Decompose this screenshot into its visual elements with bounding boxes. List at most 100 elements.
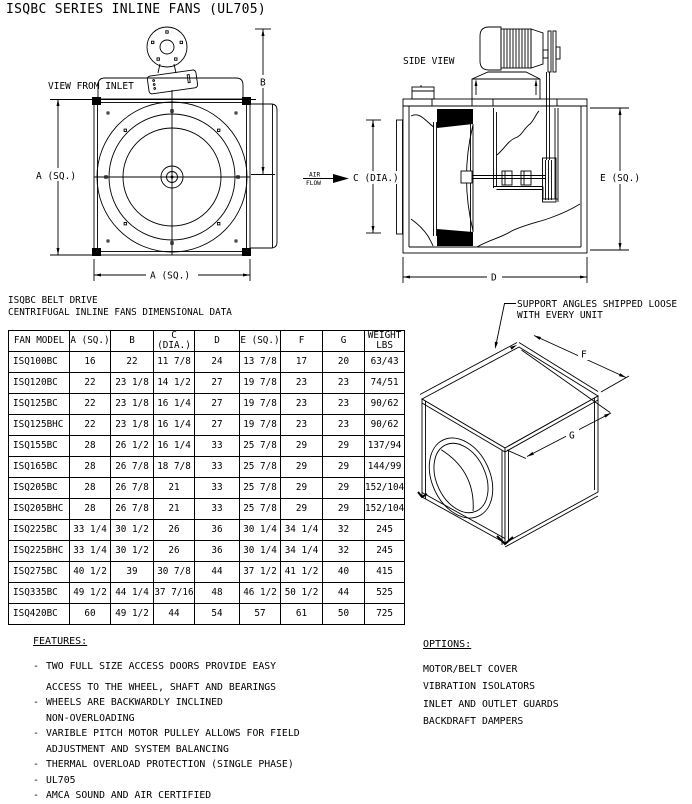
cell-a-sq: 40 1/2: [69, 561, 111, 583]
cell-a-sq: 28: [69, 435, 111, 457]
cell-a-sq: 33 1/4: [69, 519, 111, 541]
cell-weight: 90/62: [363, 414, 406, 436]
cell-weight: 90/62: [363, 393, 406, 415]
table-row: ISQ275BC 40 1/2 39 30 7/8 44 37 1/2 41 1…: [8, 561, 406, 583]
cell-g: 29: [322, 435, 365, 457]
cell-c-dia: 16 1/4: [153, 435, 195, 457]
side-motor: [479, 26, 561, 160]
table-row: ISQ125BC 22 23 1/8 16 1/4 27 19 7/8 23 2…: [8, 393, 406, 415]
cell-g: 29: [322, 477, 365, 499]
cell-f: 34 1/4: [280, 540, 323, 562]
cell-g: 29: [322, 498, 365, 520]
cell-g: 23: [322, 393, 365, 415]
cell-weight: 415: [363, 561, 406, 583]
cell-weight: 137/94: [363, 435, 406, 457]
cell-weight: 525: [363, 582, 406, 604]
inlet-cone-circles: [94, 90, 250, 255]
cell-f: 17: [280, 351, 323, 373]
cell-f: 41 1/2: [280, 561, 323, 583]
cell-c-dia: 16 1/4: [153, 414, 195, 436]
cell-c-dia: 30 7/8: [153, 561, 195, 583]
cell-b: 26 1/2: [110, 435, 154, 457]
cell-fan-model: ISQ125BC: [8, 393, 70, 415]
table-title-line1: ISQBC BELT DRIVE: [8, 295, 98, 306]
side-view-caption: SIDE VIEW: [403, 56, 455, 67]
cell-e-sq: 30 1/4: [239, 519, 281, 541]
cell-weight: 245: [363, 519, 406, 541]
feature-line: -WHEELS ARE BACKWARDLY INCLINED: [33, 697, 223, 708]
option-item: MOTOR/BELT COVER: [423, 664, 518, 675]
cell-f: 29: [280, 498, 323, 520]
cell-b: 26 7/8: [110, 498, 154, 520]
cell-d: 27: [194, 393, 240, 415]
cell-a-sq: 22: [69, 372, 111, 394]
cell-g: 44: [322, 582, 365, 604]
table-row: ISQ155BC 28 26 1/2 16 1/4 33 25 7/8 29 2…: [8, 435, 406, 457]
table-row: ISQ165BC 28 26 7/8 18 7/8 33 25 7/8 29 2…: [8, 456, 406, 478]
cell-f: 23: [280, 414, 323, 436]
cell-weight: 144/99: [363, 456, 406, 478]
cell-d: 27: [194, 414, 240, 436]
cell-fan-model: ISQ420BC: [8, 603, 70, 625]
features-section: FEATURES: -TWO FULL SIZE ACCESS DOORS PR…: [33, 636, 300, 804]
cell-e-sq: 25 7/8: [239, 456, 281, 478]
dim-c-label: C (DIA.): [353, 173, 399, 184]
cell-d: 44: [194, 561, 240, 583]
cell-g: 20: [322, 351, 365, 373]
dimension-a-left: A (SQ.): [34, 99, 92, 256]
cell-d: 36: [194, 519, 240, 541]
options-heading: OPTIONS:: [423, 639, 472, 650]
cell-f: 29: [280, 456, 323, 478]
cell-fan-model: ISQ225BHC: [8, 540, 70, 562]
cell-b: 26 7/8: [110, 477, 154, 499]
cell-e-sq: 19 7/8: [239, 372, 281, 394]
cell-c-dia: 11 7/8: [153, 351, 195, 373]
side-view-drawing: AIR FLOW C (DIA.) E (SQ.) D SIDE VIEW: [303, 26, 643, 284]
cell-g: 40: [322, 561, 365, 583]
cell-d: 33: [194, 498, 240, 520]
inlet-panel: [84, 97, 256, 256]
cell-g: 23: [322, 414, 365, 436]
cell-fan-model: ISQ335BC: [8, 582, 70, 604]
table-row: ISQ225BC 33 1/4 30 1/2 26 36 30 1/4 34 1…: [8, 519, 406, 541]
cell-fan-model: ISQ100BC: [8, 351, 70, 373]
cell-fan-model: ISQ275BC: [8, 561, 70, 583]
table-row: ISQ120BC 22 23 1/8 14 1/2 27 19 7/8 23 2…: [8, 372, 406, 394]
inlet-view-drawing: A (SQ.) A (SQ.) B VIEW FROM INLET: [34, 26, 278, 282]
cell-c-dia: 37 7/16: [153, 582, 195, 604]
table-row: ISQ225BHC 33 1/4 30 1/2 26 36 30 1/4 34 …: [8, 540, 406, 562]
dimension-f: F: [533, 335, 630, 393]
cell-fan-model: ISQ125BHC: [8, 414, 70, 436]
table-header-cell: G: [322, 330, 365, 352]
inlet-fan-housing: [97, 63, 278, 249]
table-header-cell: D: [194, 330, 240, 352]
table-row: ISQ420BC 60 49 1/2 44 54 57 61 50 725: [8, 603, 406, 625]
support-angle-callout-line2: WITH EVERY UNIT: [517, 310, 603, 321]
feature-line: ACCESS TO THE WHEEL, SHAFT AND BEARINGS: [46, 681, 277, 693]
cell-e-sq: 46 1/2: [239, 582, 281, 604]
feature-line: -UL705: [33, 774, 76, 786]
table-header-cell: A (SQ.): [69, 330, 111, 352]
cell-e-sq: 37 1/2: [239, 561, 281, 583]
table-header-cell: B: [110, 330, 154, 352]
inlet-belt-housing: [146, 69, 199, 95]
dim-e-label: E (SQ.): [600, 173, 640, 184]
cell-f: 23: [280, 372, 323, 394]
options-section: OPTIONS: MOTOR/BELT COVER VIBRATION ISOL…: [423, 639, 559, 731]
cell-b: 30 1/2: [110, 519, 154, 541]
cell-d: 48: [194, 582, 240, 604]
dimension-c: C (DIA.): [351, 119, 399, 234]
cell-weight: 74/51: [363, 372, 406, 394]
features-list: -TWO FULL SIZE ACCESS DOORS PROVIDE EASY…: [33, 659, 300, 804]
cell-b: 39: [110, 561, 154, 583]
option-item: INLET AND OUTLET GUARDS: [423, 698, 559, 710]
cell-a-sq: 28: [69, 498, 111, 520]
table-header-cell: E (SQ.): [239, 330, 281, 352]
dim-a-bottom-label: A (SQ.): [150, 271, 190, 282]
cell-a-sq: 16: [69, 351, 111, 373]
cell-weight: 63/43: [363, 351, 406, 373]
cell-weight: 152/104: [363, 498, 406, 520]
support-angle-callout: SUPPORT ANGLES SHIPPED LOOSE WITH EVERY …: [494, 299, 677, 350]
